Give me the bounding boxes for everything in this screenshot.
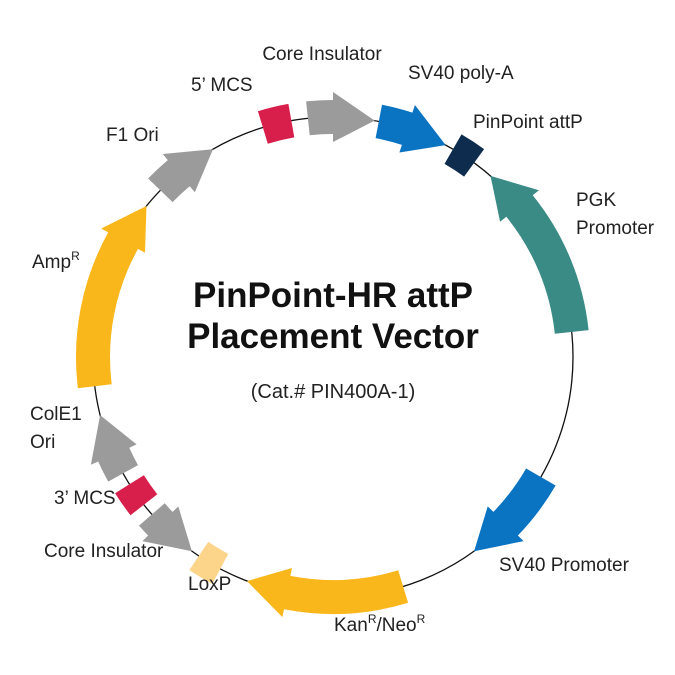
label-kan-sup: R bbox=[368, 612, 377, 626]
label-amp-sup: R bbox=[71, 249, 80, 263]
vector-title-line1: PinPoint-HR attP bbox=[193, 276, 473, 315]
label-f1-ori: F1 Ori bbox=[106, 125, 159, 146]
feature-core-ins-bottom bbox=[139, 503, 192, 552]
feature-kan-neo bbox=[247, 568, 409, 618]
feature-pgk-promoter bbox=[490, 175, 589, 334]
feature-loxp bbox=[189, 541, 229, 584]
label-kan-base: Kan bbox=[334, 615, 368, 636]
feature-cole1-ori bbox=[90, 415, 138, 482]
label-core-insulator-bottom: Core Insulator bbox=[44, 541, 164, 562]
label-amp-base: Amp bbox=[32, 252, 71, 273]
feature-layer bbox=[75, 92, 589, 618]
vector-title-line2: Placement Vector bbox=[187, 317, 479, 356]
feature-sv40-polya bbox=[375, 104, 446, 153]
label-cole1-line2: Ori bbox=[30, 432, 55, 453]
feature-amp bbox=[75, 206, 147, 389]
label-sv40-promoter: SV40 Promoter bbox=[499, 555, 630, 576]
label-kan-neo: KanR/NeoR bbox=[334, 612, 426, 636]
label-neo-sup: R bbox=[417, 612, 426, 626]
catalog-number: (Cat.# PIN400A-1) bbox=[251, 381, 416, 403]
label-core-insulator-top: Core Insulator bbox=[262, 44, 382, 65]
feature-core-ins-top bbox=[306, 92, 375, 142]
label-pinpoint-attp: PinPoint attP bbox=[473, 112, 583, 133]
feature-pinpoint-attp bbox=[444, 134, 485, 177]
label-loxp: LoxP bbox=[188, 574, 231, 595]
feature-mcs3 bbox=[115, 475, 158, 516]
feature-f1-ori bbox=[148, 149, 213, 203]
label-3-mcs: 3’ MCS bbox=[54, 488, 116, 509]
label-sv40-polya: SV40 poly-A bbox=[408, 63, 514, 84]
label-5-mcs: 5’ MCS bbox=[191, 75, 253, 96]
feature-mcs5 bbox=[257, 103, 295, 144]
label-amp: AmpR bbox=[32, 249, 80, 273]
label-pgk-line2: Promoter bbox=[576, 218, 655, 239]
label-cole1-line1: ColE1 bbox=[30, 404, 82, 425]
label-pgk-line1: PGK bbox=[576, 190, 616, 211]
feature-sv40-promoter bbox=[474, 468, 556, 552]
label-neo-base: /Neo bbox=[376, 615, 416, 636]
